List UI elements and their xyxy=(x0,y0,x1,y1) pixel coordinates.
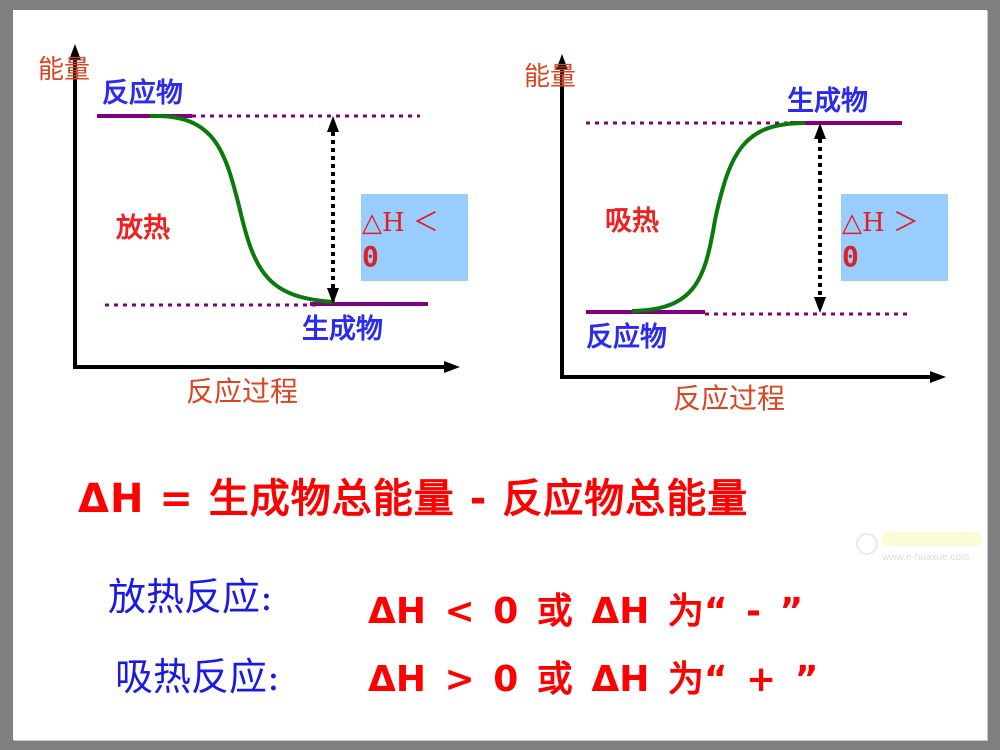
watermark-logo-icon xyxy=(856,533,878,555)
y-axis-label: 能量 xyxy=(524,62,577,92)
endothermic-rule-expression: ΔH > 0 或 ΔH 为“ + ” xyxy=(368,659,819,700)
reactant-label: 反应物 xyxy=(102,78,183,109)
energy-curve xyxy=(631,121,806,313)
exothermic-rule-expression: ΔH < 0 或 ΔH 为“ - ” xyxy=(368,591,804,632)
delta-h-value: 0 xyxy=(842,240,859,273)
watermark-url: www.e-huaxue.com xyxy=(882,552,970,563)
reactant-label: 反应物 xyxy=(586,322,667,353)
watermark-title xyxy=(882,532,982,546)
exothermic-label: 放热 xyxy=(116,213,170,244)
y-axis-arrow-icon xyxy=(69,44,81,60)
watermark: www.e-huaxue.com xyxy=(852,530,992,570)
delta-h-box: △H ＜ 0 xyxy=(361,194,468,281)
x-axis-label: 反应过程 xyxy=(186,375,299,408)
y-axis-label: 能量 xyxy=(38,55,91,85)
arrow-down-icon xyxy=(814,297,826,313)
endothermic-label: 吸热 xyxy=(605,206,659,237)
endothermic-rule-name: 吸热反应: xyxy=(115,655,280,699)
delta-h-condition: △H ＜ xyxy=(362,208,439,238)
arrow-up-icon xyxy=(327,116,339,132)
exothermic-rule-name: 放热反应: xyxy=(108,575,273,619)
delta-h-box: △H ＞ 0 xyxy=(841,194,948,281)
exothermic-diagram xyxy=(69,44,460,373)
x-axis-label: 反应过程 xyxy=(673,382,786,415)
y-axis-arrow-icon xyxy=(556,54,568,70)
delta-h-formula: ΔH = 生成物总能量 - 反应物总能量 xyxy=(78,476,749,522)
product-label: 生成物 xyxy=(787,86,868,117)
delta-h-value: 0 xyxy=(362,240,379,273)
arrow-down-icon xyxy=(327,288,339,304)
x-axis-arrow-icon xyxy=(444,361,460,373)
product-label: 生成物 xyxy=(302,314,383,345)
delta-h-condition: △H ＞ xyxy=(842,208,919,238)
arrow-up-icon xyxy=(814,123,826,139)
endothermic-diagram xyxy=(556,54,946,383)
x-axis-arrow-icon xyxy=(930,371,946,383)
energy-curve xyxy=(149,113,336,304)
